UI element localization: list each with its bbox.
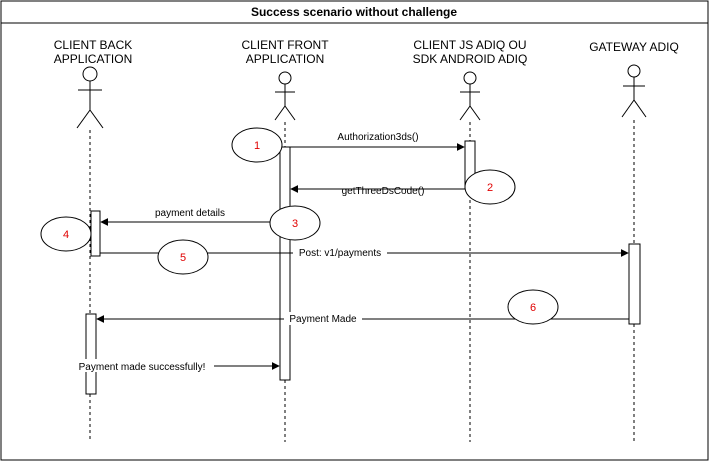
step-marker-4: 4 — [40, 216, 92, 252]
actor-label-sdk-line2: SDK ANDROID ADIQ — [413, 52, 528, 66]
actor-figure-back — [76, 66, 104, 129]
actor-label-front-line2: APPLICATION — [246, 52, 324, 66]
svg-text:2: 2 — [487, 182, 493, 194]
actor-label-front-line1: CLIENT FRONT — [241, 38, 329, 52]
step-marker-3: 3 — [269, 205, 321, 241]
actor-figure-sdk — [459, 71, 481, 121]
message-label-payment-details: payment details — [155, 208, 225, 219]
activation-gateway — [628, 243, 641, 325]
svg-text:5: 5 — [180, 252, 186, 264]
actor-label-gateway: GATEWAY ADIQ — [589, 40, 679, 54]
svg-text:3: 3 — [292, 218, 298, 230]
actor-figure-front — [274, 71, 296, 121]
actor-label-sdk-line1: CLIENT JS ADIQ OU — [413, 38, 526, 52]
activation-back-2 — [85, 313, 97, 395]
step-marker-6: 6 — [507, 289, 559, 325]
message-label-post-payments: Post: v1/payments — [299, 248, 381, 259]
label-bg-post-payments — [293, 246, 387, 259]
actor-label-back-line1: CLIENT BACK — [54, 38, 132, 52]
diagram-title: Success scenario without challenge — [251, 5, 457, 19]
step-marker-2: 2 — [464, 169, 516, 205]
activation-front — [279, 146, 291, 381]
step-marker-1: 1 — [231, 127, 283, 163]
step-marker-5: 5 — [157, 239, 209, 275]
svg-text:6: 6 — [530, 302, 536, 314]
actor-label-back-line2: APPLICATION — [54, 52, 132, 66]
message-label-payment-made: Payment Made — [289, 314, 357, 325]
actor-figure-gateway — [621, 64, 647, 118]
svg-text:4: 4 — [63, 229, 69, 241]
svg-text:1: 1 — [254, 140, 260, 152]
message-label-get-code: getThreeDsCode() — [342, 186, 425, 197]
label-bg-payment-made — [284, 312, 362, 325]
label-bg-payment-success — [70, 359, 214, 372]
activation-back-1 — [90, 210, 101, 257]
message-label-payment-success: Payment made successfully! — [79, 362, 206, 373]
message-label-authorization: Authorization3ds() — [337, 132, 418, 143]
